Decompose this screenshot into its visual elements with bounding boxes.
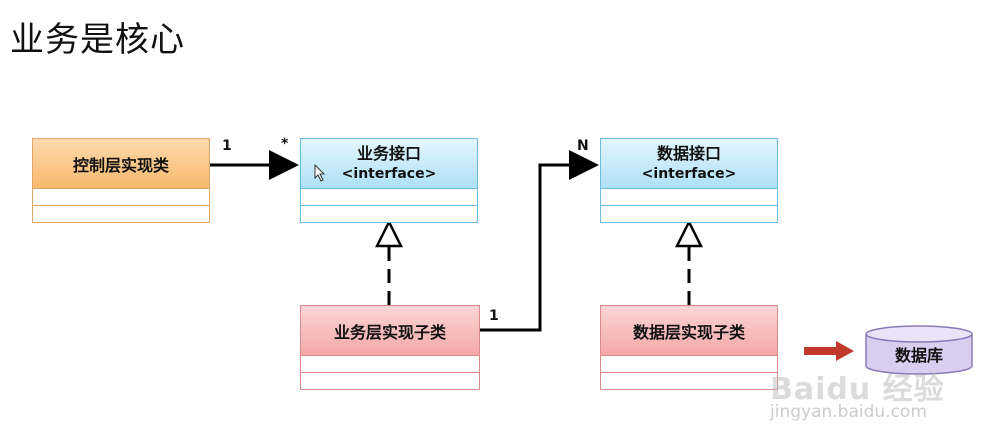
class-controller-attributes <box>33 189 209 206</box>
class-data-impl-methods <box>601 373 777 389</box>
realization-triangle-service <box>374 219 404 248</box>
class-data-impl: 数据层实现子类 <box>600 305 778 390</box>
realization-triangle-data <box>674 219 704 248</box>
class-service-impl: 业务层实现子类 <box>300 305 480 390</box>
class-service-interface-methods <box>301 206 477 222</box>
class-service-impl-methods <box>301 373 479 389</box>
class-controller: 控制层实现类 <box>32 138 210 223</box>
multiplicity-data-interface: N <box>577 138 589 154</box>
class-controller-name: 控制层实现类 <box>72 155 169 175</box>
database-label: 数据库 <box>894 346 943 365</box>
database-cylinder <box>865 325 973 375</box>
class-service-interface-attributes <box>301 189 477 206</box>
class-service-interface-stereotype: <interface> <box>341 165 437 182</box>
class-service-impl-attributes <box>301 356 479 373</box>
class-data-interface-attributes <box>601 189 777 206</box>
class-service-interface-name: 业务接口 <box>356 143 421 163</box>
class-data-interface: 数据接口 <interface> <box>600 138 778 223</box>
baidu-watermark: Baidu 经验 <box>770 372 945 407</box>
multiplicity-controller: 1 <box>222 138 232 154</box>
class-data-interface-stereotype: <interface> <box>641 165 737 182</box>
class-data-interface-name: 数据接口 <box>656 143 721 163</box>
class-data-impl-name: 数据层实现子类 <box>632 322 745 342</box>
baidu-watermark-url: jingyan.baidu.com <box>770 402 927 422</box>
multiplicity-service-impl: 1 <box>489 308 499 324</box>
cursor-icon <box>314 164 326 182</box>
association-service-data <box>480 150 599 332</box>
class-controller-methods <box>33 206 209 222</box>
class-service-impl-name: 业务层实现子类 <box>333 322 446 342</box>
class-data-impl-attributes <box>601 356 777 373</box>
class-service-interface: 业务接口 <interface> <box>300 138 478 223</box>
class-data-interface-methods <box>601 206 777 222</box>
db-arrow-head <box>836 341 854 361</box>
multiplicity-service-interface: * <box>281 136 289 152</box>
page-title: 业务是核心 <box>10 20 185 60</box>
